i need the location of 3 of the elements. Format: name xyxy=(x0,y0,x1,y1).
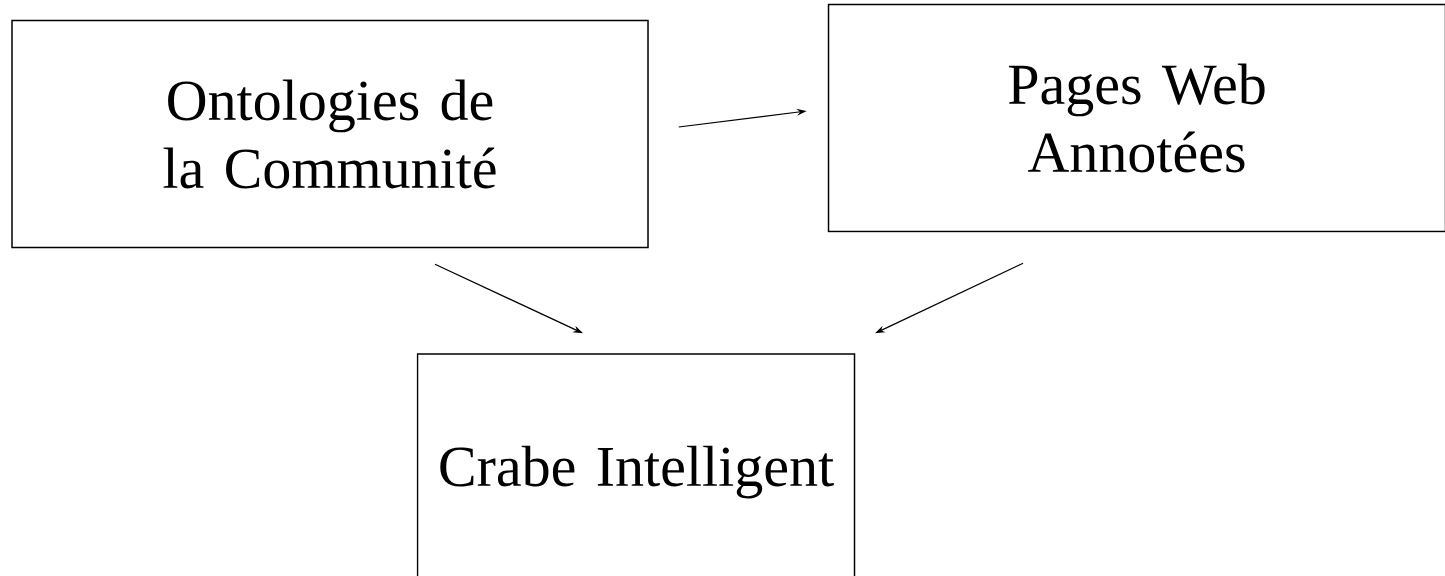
text-box: Ontologies de la Communité xyxy=(11,19,649,249)
text-box: Pages Web Annotées xyxy=(827,3,1445,233)
text-box: Crabe Intelligent xyxy=(416,353,856,576)
